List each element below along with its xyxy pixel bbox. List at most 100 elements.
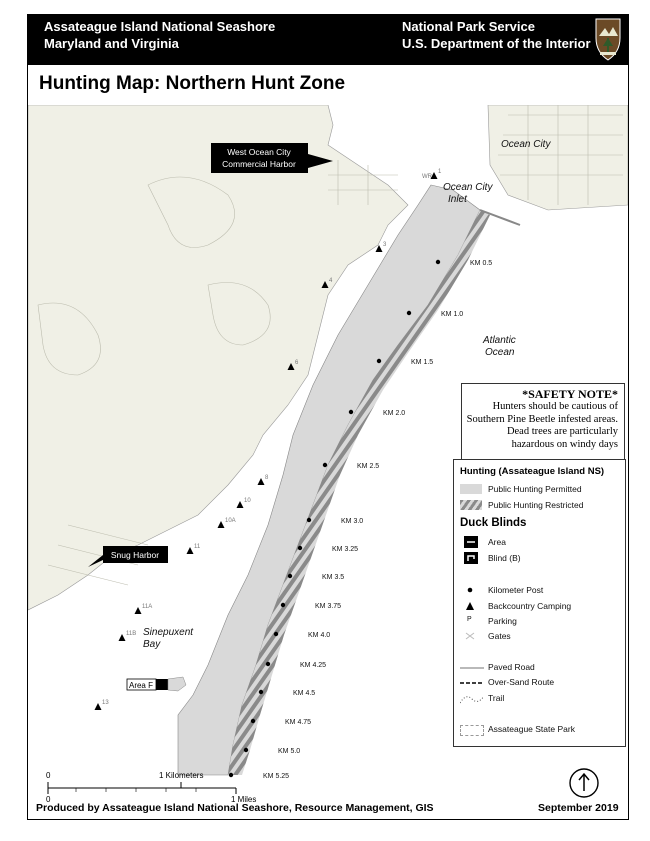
permitted-swatch — [460, 484, 482, 494]
camping-site-icon — [257, 478, 265, 485]
camping-site-label: 10A — [225, 518, 236, 524]
km-post-label: KM 3.5 — [322, 574, 344, 581]
scale-km-zero: 0 — [46, 771, 51, 780]
km-post-dot — [280, 602, 286, 608]
camping-site-icon — [118, 634, 126, 641]
safety-line-1: Hunters should be cautious of — [492, 401, 618, 412]
camping-site-label: 8 — [265, 475, 269, 481]
camping-icon — [466, 602, 474, 610]
legend-state-park: Assateague State Park — [488, 724, 575, 734]
scale-bar — [47, 782, 237, 794]
km-post-label: KM 4.0 — [308, 632, 330, 639]
legend-gates: Gates — [488, 631, 511, 641]
atlantic-ocean-label-1: Atlantic — [482, 335, 516, 346]
camping-site-icon — [287, 363, 295, 370]
safety-line-3: Dead trees are particularly — [506, 426, 618, 437]
west-ocean-city-label-1: West Ocean City — [227, 147, 291, 157]
camping-site-icon — [236, 501, 244, 508]
km-post-dot — [250, 718, 256, 724]
trail-icon — [460, 695, 484, 704]
km-post-label: KM 5.0 — [278, 748, 300, 755]
atlantic-ocean-label-2: Ocean — [485, 347, 515, 358]
km-post-label: KM 4.75 — [285, 719, 311, 726]
ocean-city-inlet-label-2: Inlet — [448, 194, 468, 205]
nps-arrowhead-logo — [595, 18, 621, 61]
camping-site-label: 6 — [295, 360, 299, 366]
camping-site-label: 11 — [194, 544, 201, 550]
km-post-dot — [322, 462, 328, 468]
map-frame: Assateague Island National Seashore Mary… — [27, 14, 629, 820]
km-post-label: KM 3.75 — [315, 603, 341, 610]
scale-km-label: 1 Kilometers — [159, 771, 204, 780]
legend-over-sand: Over-Sand Route — [488, 677, 555, 687]
camping-site-icon — [321, 281, 329, 288]
km-post-dot — [243, 747, 249, 753]
camping-site-icon — [430, 172, 438, 179]
safety-note-title: *SAFETY NOTE* — [522, 387, 618, 401]
header-bar: Assateague Island National Seashore Mary… — [28, 15, 628, 65]
map-legend: Hunting (Assateague Island NS) Public Hu… — [453, 459, 626, 747]
ocean-city-label: Ocean City — [501, 139, 551, 150]
km-post-label: KM 2.5 — [357, 463, 379, 470]
safety-line-4: hazardous on windy days — [511, 438, 618, 450]
parking-icon: P — [467, 616, 472, 623]
legend-area: Area — [488, 537, 506, 547]
scale-mi-zero: 0 — [46, 795, 51, 804]
km-post-dot — [376, 358, 382, 364]
km-post-label: KM 2.0 — [383, 410, 405, 417]
sinepuxent-bay-label-2: Bay — [143, 639, 161, 650]
wr-label: WR — [422, 174, 433, 180]
km-post-dot — [265, 661, 271, 667]
km-post-label: KM 3.0 — [341, 518, 363, 525]
legend-restricted: Public Hunting Restricted — [488, 500, 584, 510]
sinepuxent-bay-label-1: Sinepuxent — [143, 627, 194, 638]
legend-blind: Blind (B) — [488, 553, 521, 563]
km-post-label: KM 1.5 — [411, 359, 433, 366]
camping-site-label: 11A — [142, 604, 152, 610]
km-post-dot — [287, 573, 293, 579]
duck-area-icon — [464, 536, 478, 548]
km-post-dot — [435, 259, 441, 265]
legend-km-post: Kilometer Post — [488, 585, 544, 595]
map-date: September 2019 — [538, 802, 619, 814]
duck-blinds-heading: Duck Blinds — [460, 517, 527, 529]
west-ocean-city-callout: West Ocean City Commercial Harbor — [211, 143, 333, 173]
km-post-dot — [306, 517, 312, 523]
km-post-dot — [258, 689, 264, 695]
km-post-label: KM 4.25 — [300, 662, 326, 669]
area-f-label: Area F — [129, 681, 153, 690]
camping-site-icon — [134, 607, 142, 614]
legend-paved-road: Paved Road — [488, 662, 535, 672]
camping-site-label: 3 — [383, 242, 387, 248]
street-grid — [37, 105, 623, 586]
camping-site-label: 4 — [329, 278, 333, 284]
gate-icon — [465, 632, 475, 640]
park-states: Maryland and Virginia — [44, 36, 179, 51]
km-post-dot — [297, 545, 303, 551]
restricted-swatch — [460, 500, 482, 510]
km-post-dot — [273, 631, 279, 637]
camping-site-icon — [186, 547, 194, 554]
legend-trail: Trail — [488, 693, 505, 703]
inlet-jetty — [479, 209, 521, 226]
department-name: U.S. Department of the Interior — [402, 36, 591, 51]
safety-line-2: Southern Pine Beetle infested areas. — [466, 413, 618, 425]
camping-site-icon — [94, 703, 102, 710]
camping-site-label: 1 — [438, 169, 442, 175]
state-park-swatch — [460, 725, 484, 736]
km-post-dot — [228, 772, 234, 778]
camping-site-icon — [375, 245, 383, 252]
west-ocean-city-label-2: Commercial Harbor — [222, 159, 296, 169]
legend-permitted: Public Hunting Permitted — [488, 484, 582, 494]
paved-road-icon — [460, 667, 484, 669]
scale-mi-label: 1 Miles — [231, 795, 257, 804]
km-post-icon — [467, 587, 473, 593]
camping-site-label: 10 — [244, 498, 251, 504]
safety-note: *SAFETY NOTE* Hunters should be cautious… — [461, 383, 625, 461]
agency-name: National Park Service — [402, 19, 535, 34]
camping-site-label: 13 — [102, 700, 109, 706]
km-post-label: KM 1.0 — [441, 311, 463, 318]
map-title: Hunting Map: Northern Hunt Zone — [39, 73, 346, 94]
snug-harbor-label: Snug Harbor — [111, 550, 159, 560]
